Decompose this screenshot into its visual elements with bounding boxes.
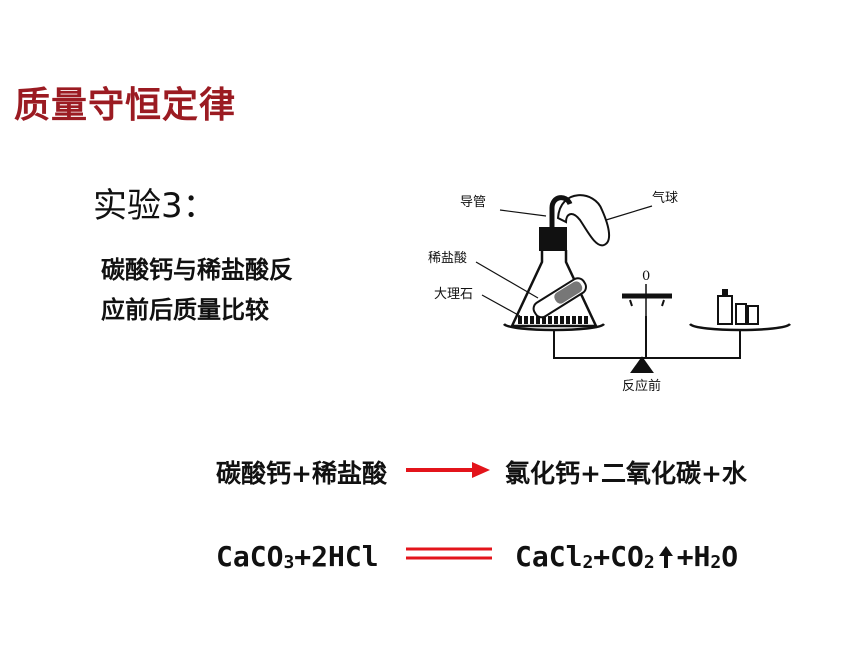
delivery-tube (549, 195, 573, 228)
experiment-description: 碳酸钙与稀盐酸反 应前后质量比较 (101, 250, 293, 330)
chemical-equation-reactants: CaCO3+2HCl (216, 540, 379, 573)
rubber-stopper (539, 227, 567, 251)
subscript: 2 (643, 552, 655, 573)
reaction-arrow (406, 462, 490, 478)
subscript: 2 (582, 552, 594, 573)
conical-flask (510, 250, 598, 328)
label-tube: 导管 (460, 195, 486, 210)
gas-up-arrow-icon (658, 546, 673, 568)
label-acid: 稀盐酸 (428, 251, 467, 266)
label-zero: 0 (642, 269, 650, 284)
subscript: 3 (283, 552, 295, 573)
label-before-reaction: 反应前 (622, 378, 661, 394)
left-pan (503, 322, 605, 332)
weight-small-1 (735, 303, 747, 325)
acid-test-tube (532, 277, 587, 319)
product-h2o: +H (676, 540, 711, 573)
label-balloon: 气球 (652, 190, 678, 206)
equals-sign (406, 547, 492, 560)
product-co2: +CO (593, 540, 644, 573)
reactant-caco3: CaCO (216, 540, 284, 573)
label-marble: 大理石 (434, 287, 473, 302)
balance-fulcrum (630, 356, 654, 373)
experiment-heading: 实验3： (93, 186, 217, 226)
reactant-hcl: +2HCl (294, 540, 379, 573)
page-title: 质量守恒定律 (14, 85, 237, 126)
word-equation-reactants: 碳酸钙+稀盐酸 (216, 459, 387, 488)
weight-large (717, 295, 733, 325)
balloon-shape (556, 194, 610, 247)
weight-small-2 (747, 305, 759, 325)
description-line-2: 应前后质量比较 (101, 296, 269, 324)
product-cacl2: CaCl (515, 540, 583, 573)
subscript: 2 (710, 552, 722, 573)
right-pan (689, 322, 791, 332)
chemical-equation-products: CaCl2+CO2+H2O (515, 540, 738, 573)
description-line-1: 碳酸钙与稀盐酸反 (101, 256, 293, 284)
word-equation-products: 氯化钙+二氧化碳+水 (505, 459, 747, 488)
experiment-apparatus-diagram: 导管 气球 稀盐酸 大理石 0 反应前 (428, 190, 791, 394)
product-h2o-tail: O (721, 540, 739, 573)
